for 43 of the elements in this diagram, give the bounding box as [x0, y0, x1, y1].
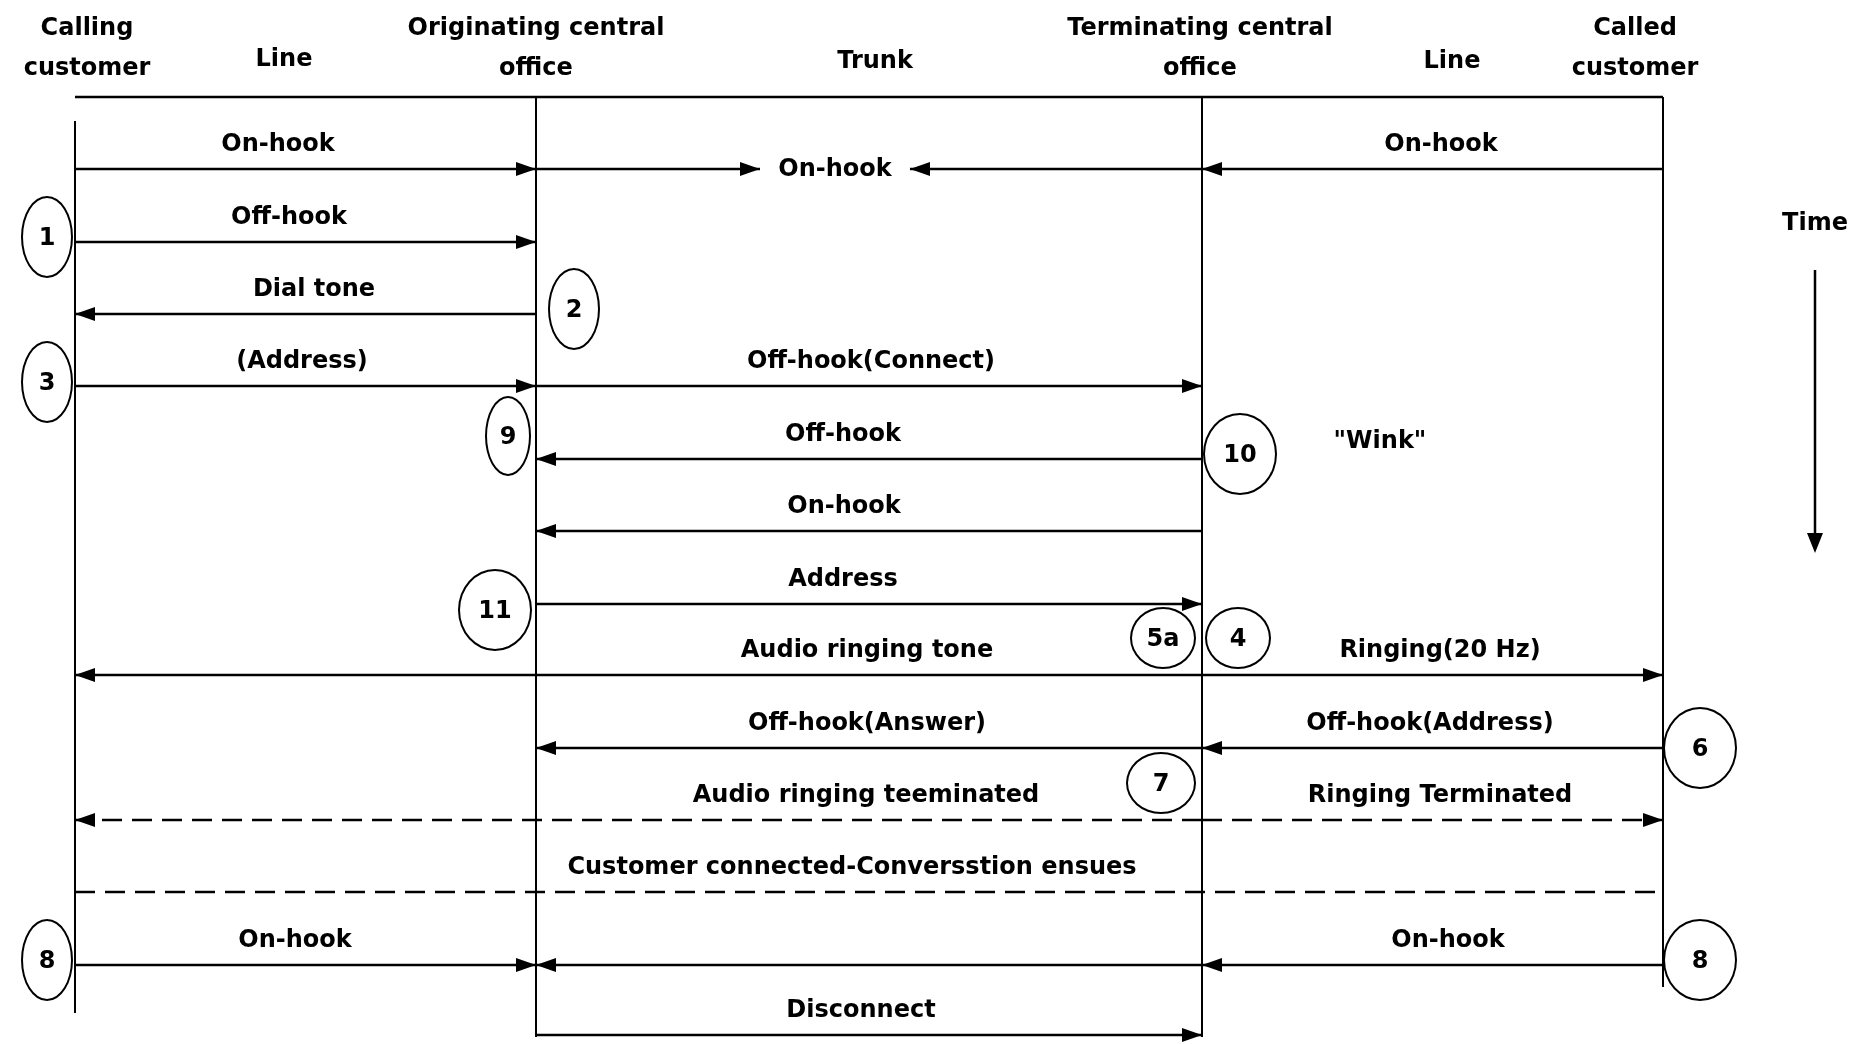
step-circle: 9	[485, 396, 531, 476]
message-arrow	[75, 235, 536, 249]
step-circle: 8	[21, 919, 73, 1001]
message-arrow	[536, 524, 1202, 538]
step-circle: 1	[21, 196, 73, 278]
message-arrow	[536, 452, 1202, 466]
step-circle: 6	[1663, 707, 1737, 789]
message-label: On-hook	[760, 152, 910, 184]
message-arrow	[910, 162, 1202, 176]
message-arrow	[536, 958, 1202, 972]
step-circle: 7	[1126, 752, 1196, 814]
step-circle: 3	[21, 341, 73, 423]
message-arrow	[75, 307, 536, 321]
step-circle: 8	[1663, 919, 1737, 1001]
message-arrow	[1202, 813, 1663, 827]
message-arrow	[536, 741, 1202, 755]
step-circle: 10	[1203, 413, 1277, 495]
message-arrow	[536, 1028, 1202, 1042]
message-arrow	[75, 668, 1202, 682]
annotation-label: Time	[1782, 208, 1848, 236]
lifeline-header: Terminating central office	[1066, 12, 1334, 83]
message-arrow	[1202, 668, 1663, 682]
message-arrow	[1202, 741, 1663, 755]
message-arrow	[1202, 958, 1663, 972]
message-arrow	[536, 379, 1202, 393]
message-arrow	[75, 813, 1202, 827]
message-arrow	[75, 162, 536, 176]
step-circle: 2	[548, 268, 600, 350]
message-arrow	[1202, 162, 1663, 176]
message-arrow	[75, 958, 536, 972]
step-circle: 11	[458, 569, 532, 651]
message-arrow	[75, 379, 536, 393]
lifeline-header: Originating central office	[406, 12, 666, 83]
message-arrow	[536, 597, 1202, 611]
segment-label: Line	[1423, 46, 1481, 74]
lifeline-header: Calling customer	[22, 12, 152, 83]
step-circle: 4	[1205, 607, 1271, 669]
lifeline-header: Called customer	[1570, 12, 1700, 83]
segment-label: Trunk	[837, 46, 913, 74]
annotation-label: "Wink"	[1333, 426, 1427, 454]
message-arrow	[536, 162, 760, 176]
step-circle: 5a	[1130, 607, 1196, 669]
segment-label: Line	[255, 44, 313, 72]
